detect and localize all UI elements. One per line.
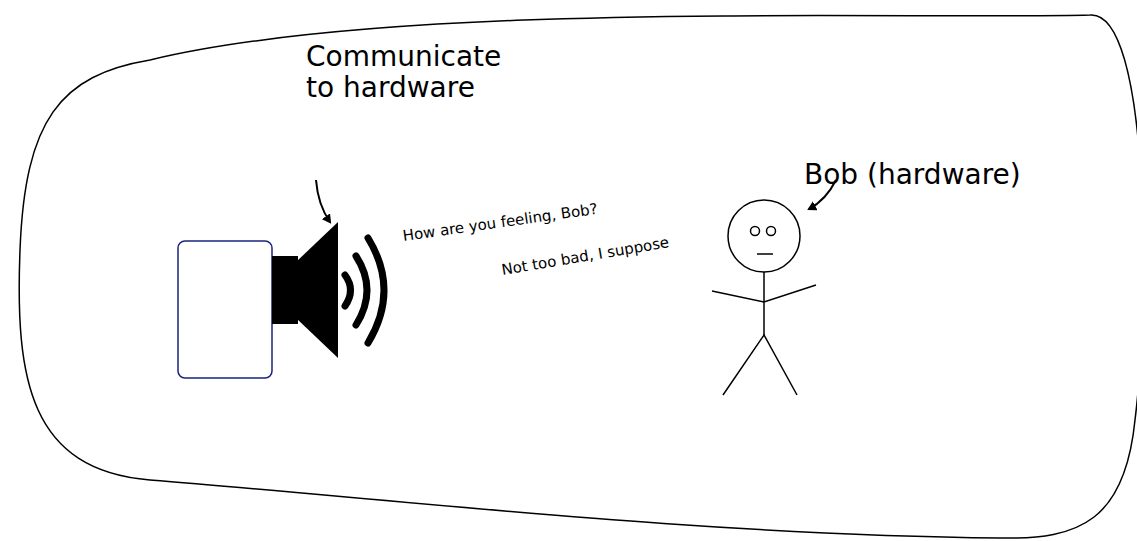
sound-wave bbox=[356, 256, 367, 325]
speaker-cone bbox=[296, 222, 338, 358]
stick-head bbox=[728, 200, 800, 272]
stick-eye bbox=[751, 227, 760, 236]
sound-wave bbox=[345, 275, 351, 306]
leader-arrow bbox=[316, 180, 330, 222]
speech-text: How are you feeling, Bob? bbox=[402, 192, 662, 245]
stick-legs bbox=[723, 335, 797, 395]
stick-mouth bbox=[757, 253, 773, 255]
speaker-base bbox=[272, 256, 298, 324]
callout-label: Bob (hardware) bbox=[804, 160, 1104, 191]
speech-text: Not too bad, I suppose bbox=[500, 223, 739, 279]
callout-label: Communicate to hardware bbox=[306, 42, 536, 104]
sound-wave bbox=[368, 238, 384, 343]
blob-outline bbox=[19, 15, 1137, 538]
stick-eye bbox=[767, 227, 776, 236]
device-box bbox=[178, 241, 272, 378]
stick-arms bbox=[712, 285, 816, 302]
stick-body bbox=[763, 272, 765, 335]
